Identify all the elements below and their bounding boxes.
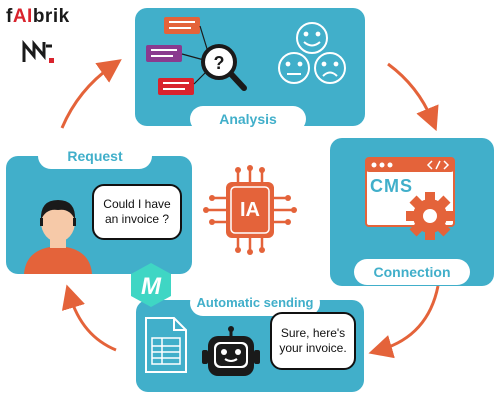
brand-mark-icon	[22, 39, 54, 63]
robot-assistant-icon	[202, 326, 260, 376]
arrow-request-to-analysis	[60, 59, 122, 129]
faces-feedback-icon	[278, 22, 346, 84]
svg-text:M: M	[141, 273, 162, 300]
ai-chip-label: IA	[240, 199, 260, 221]
analysis-label: Analysis	[190, 106, 306, 132]
ai-chip-icon	[203, 165, 297, 255]
cms-label: CMS	[370, 176, 413, 196]
connection-label: Connection	[354, 259, 470, 285]
arrow-analysis-to-connection	[387, 62, 439, 132]
brand-suffix: brik	[32, 6, 70, 27]
brand-logo-text: fAIbrik	[6, 6, 70, 28]
reply-speech-bubble: Sure, here's your invoice.	[270, 312, 356, 370]
automatic-sending-label: Automatic sending	[190, 290, 320, 316]
arrow-sending-to-request	[61, 284, 117, 352]
m-badge-icon: M	[131, 263, 171, 307]
brand-prefix: f	[6, 6, 13, 27]
request-label: Request	[38, 143, 152, 169]
documents-search-icon: ?	[146, 17, 247, 95]
invoice-document-icon	[145, 317, 187, 373]
cms-window-icon	[365, 157, 455, 240]
arrow-connection-to-sending	[368, 285, 440, 359]
svg-text:?: ?	[214, 53, 225, 73]
brand-accent: AI	[12, 6, 33, 27]
request-speech-bubble: Could I have an invoice ?	[92, 184, 182, 240]
user-avatar-icon	[24, 200, 92, 274]
